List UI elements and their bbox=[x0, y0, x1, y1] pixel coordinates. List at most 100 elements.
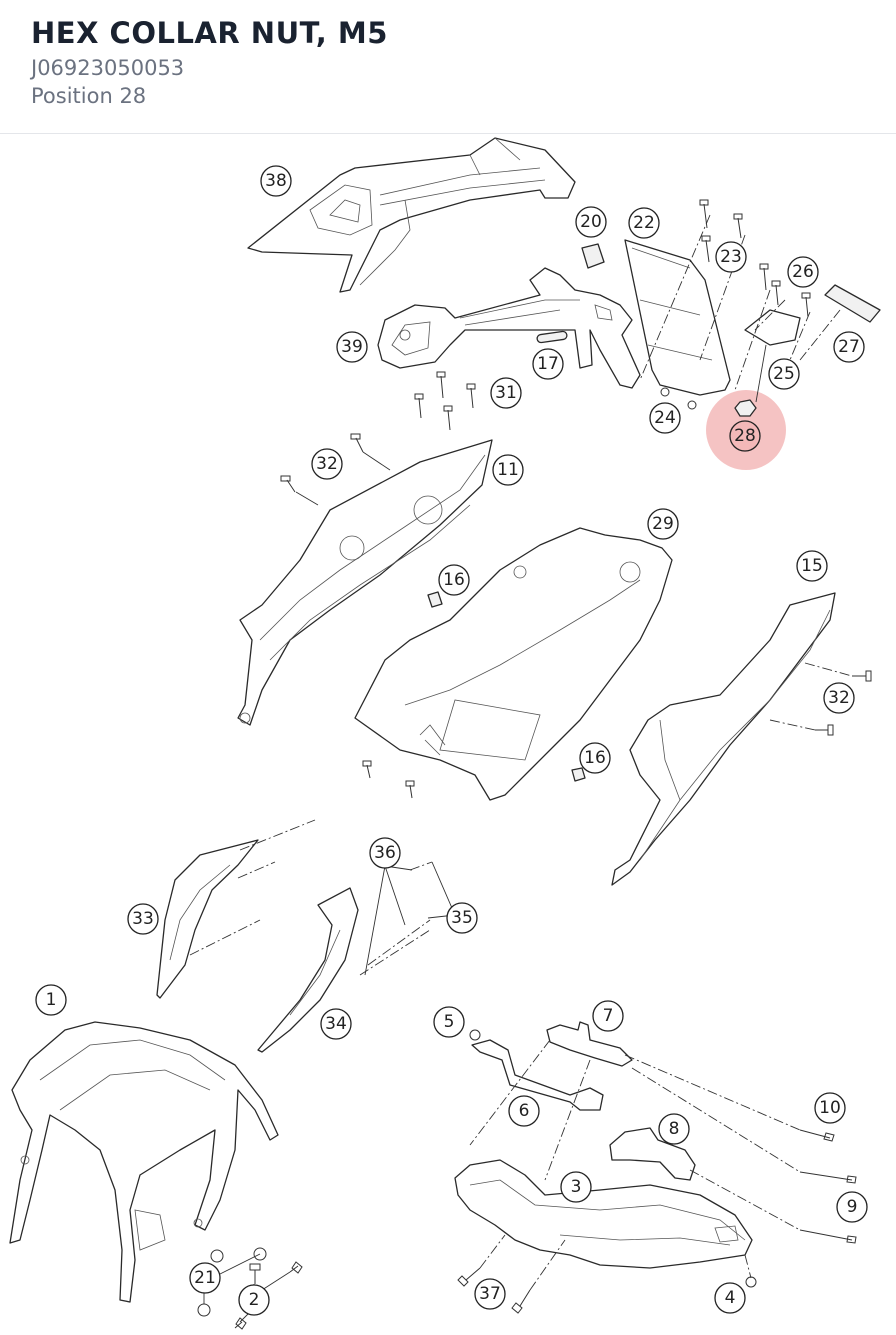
part-25-bracket bbox=[744, 309, 801, 346]
svg-text:31: 31 bbox=[495, 383, 517, 403]
part-17-strip bbox=[536, 330, 568, 344]
svg-text:38: 38 bbox=[265, 171, 287, 191]
part-4-screw bbox=[745, 1276, 757, 1288]
svg-text:15: 15 bbox=[801, 556, 823, 576]
callout-33[interactable]: 33 bbox=[127, 903, 159, 935]
part-21-washer-a bbox=[210, 1249, 224, 1263]
callout-22[interactable]: 22 bbox=[628, 207, 660, 239]
callout-29[interactable]: 29 bbox=[647, 508, 679, 540]
svg-text:32: 32 bbox=[316, 454, 338, 474]
svg-text:22: 22 bbox=[633, 213, 655, 233]
part-27-reflector bbox=[824, 284, 881, 323]
svg-text:20: 20 bbox=[580, 212, 602, 232]
svg-text:17: 17 bbox=[537, 354, 559, 374]
part-8-bracket bbox=[609, 1127, 696, 1181]
callout-26[interactable]: 26 bbox=[787, 256, 819, 288]
part-10-rod bbox=[799, 1129, 835, 1142]
part-39-rail bbox=[377, 267, 641, 389]
part-38-subframe bbox=[247, 137, 576, 293]
callout-25[interactable]: 25 bbox=[768, 358, 800, 390]
callout-2[interactable]: 2 bbox=[238, 1284, 270, 1316]
callout-32[interactable]: 32 bbox=[311, 448, 343, 480]
callout-27[interactable]: 27 bbox=[833, 331, 865, 363]
part-11-side-cover bbox=[237, 439, 493, 726]
svg-text:23: 23 bbox=[720, 247, 742, 267]
callout-7[interactable]: 7 bbox=[592, 1000, 624, 1032]
callout-17[interactable]: 17 bbox=[532, 348, 564, 380]
callout-32-right[interactable]: 32 bbox=[823, 682, 855, 714]
svg-text:6: 6 bbox=[519, 1101, 530, 1121]
svg-text:11: 11 bbox=[497, 460, 519, 480]
svg-text:9: 9 bbox=[847, 1197, 858, 1217]
svg-text:16: 16 bbox=[443, 570, 465, 590]
svg-text:32: 32 bbox=[828, 688, 850, 708]
exploded-parts-diagram: 38 20 22 23 26 27 25 39 17 31 24 28 32 1… bbox=[9, 137, 881, 1330]
bolt-32-right bbox=[852, 670, 872, 682]
bolt-32-left-2 bbox=[350, 433, 364, 453]
callout-39[interactable]: 39 bbox=[336, 331, 368, 363]
part-3-skid-plate bbox=[454, 1159, 753, 1269]
callout-5[interactable]: 5 bbox=[433, 1006, 465, 1038]
callout-34[interactable]: 34 bbox=[320, 1008, 352, 1040]
bolt-tail-b bbox=[405, 780, 415, 799]
svg-text:36: 36 bbox=[374, 843, 396, 863]
svg-text:10: 10 bbox=[819, 1098, 841, 1118]
callout-20[interactable]: 20 bbox=[575, 206, 607, 238]
bolt-32-right-2 bbox=[815, 724, 834, 736]
callout-9[interactable]: 9 bbox=[836, 1191, 868, 1223]
callout-23[interactable]: 23 bbox=[715, 241, 747, 273]
svg-text:27: 27 bbox=[838, 337, 860, 357]
callout-28-selected[interactable]: 28 bbox=[729, 420, 761, 452]
callout-37[interactable]: 37 bbox=[474, 1278, 506, 1310]
svg-text:1: 1 bbox=[46, 990, 57, 1010]
part-2-screw-c bbox=[234, 1317, 247, 1330]
part-number: J06923050053 bbox=[31, 56, 185, 80]
part-title: HEX COLLAR NUT, M5 bbox=[31, 16, 388, 50]
svg-text:28: 28 bbox=[734, 426, 756, 446]
part-16-clip-a bbox=[427, 591, 443, 608]
callout-3[interactable]: 3 bbox=[560, 1171, 592, 1203]
svg-text:26: 26 bbox=[792, 262, 814, 282]
part-37-screw-a bbox=[457, 1267, 481, 1287]
svg-text:7: 7 bbox=[603, 1006, 614, 1026]
callout-11[interactable]: 11 bbox=[492, 454, 524, 486]
callout-4[interactable]: 4 bbox=[714, 1282, 746, 1314]
svg-text:24: 24 bbox=[654, 408, 676, 428]
callout-24[interactable]: 24 bbox=[649, 402, 681, 434]
part-34-side-panel bbox=[257, 887, 359, 1053]
svg-text:3: 3 bbox=[571, 1177, 582, 1197]
callout-38[interactable]: 38 bbox=[260, 165, 292, 197]
svg-text:25: 25 bbox=[773, 364, 795, 384]
callout-16-lower[interactable]: 16 bbox=[579, 742, 611, 774]
callout-21[interactable]: 21 bbox=[189, 1262, 221, 1294]
part-29-tail-frame bbox=[354, 527, 673, 801]
part-2-screw-b bbox=[289, 1261, 303, 1274]
callout-6[interactable]: 6 bbox=[508, 1095, 540, 1127]
part-2-screw-a bbox=[249, 1263, 261, 1284]
part-21-washer-c bbox=[197, 1303, 211, 1317]
part-5-screw bbox=[469, 1029, 481, 1041]
leader-36 bbox=[364, 865, 413, 976]
svg-text:5: 5 bbox=[444, 1012, 455, 1032]
svg-text:8: 8 bbox=[669, 1119, 680, 1139]
bolt-tail-a bbox=[362, 760, 372, 779]
callout-16[interactable]: 16 bbox=[438, 564, 470, 596]
callout-1[interactable]: 1 bbox=[35, 984, 67, 1016]
part-16-clip-b bbox=[571, 767, 586, 782]
svg-text:34: 34 bbox=[325, 1014, 347, 1034]
svg-text:33: 33 bbox=[132, 909, 154, 929]
part-9-rod-b bbox=[799, 1229, 857, 1244]
part-37-screw-b bbox=[511, 1289, 531, 1314]
svg-text:21: 21 bbox=[194, 1268, 216, 1288]
part-15-side-cover bbox=[611, 592, 836, 886]
svg-text:35: 35 bbox=[451, 908, 473, 928]
svg-text:37: 37 bbox=[479, 1284, 501, 1304]
callout-36[interactable]: 36 bbox=[369, 837, 401, 869]
callout-31[interactable]: 31 bbox=[490, 377, 522, 409]
callout-10[interactable]: 10 bbox=[814, 1092, 846, 1124]
part-position: Position 28 bbox=[31, 84, 147, 108]
callout-8[interactable]: 8 bbox=[658, 1113, 690, 1145]
bolt-32-left bbox=[280, 475, 296, 493]
callout-15[interactable]: 15 bbox=[796, 550, 828, 582]
callout-35[interactable]: 35 bbox=[446, 902, 478, 934]
